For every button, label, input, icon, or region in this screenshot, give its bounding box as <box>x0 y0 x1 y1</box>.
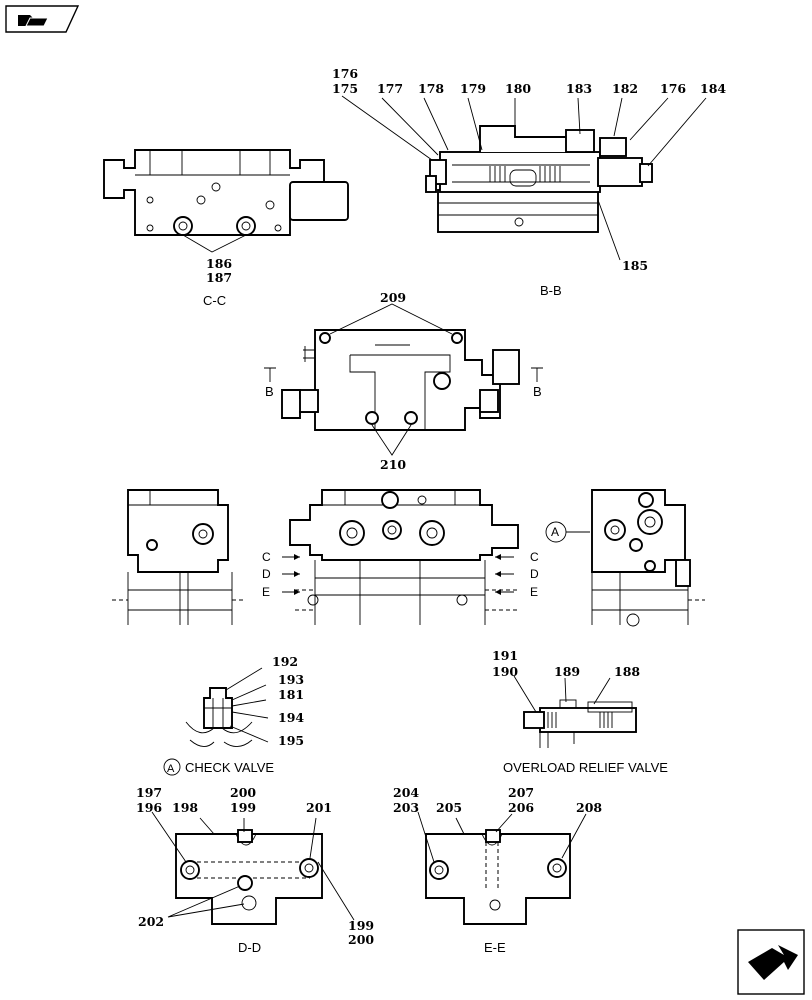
callout-184: 184 <box>700 81 726 96</box>
callout-200-a: 200 <box>230 785 256 800</box>
callout-205: 205 <box>436 800 462 815</box>
callout-194: 194 <box>278 710 304 725</box>
view-c-c: 186 187 C-C <box>103 149 349 308</box>
callout-178: 178 <box>418 81 444 96</box>
next-page-icon[interactable] <box>737 929 805 995</box>
view-e-e: 204 203 205 207 206 208 E-E <box>393 785 602 955</box>
section-arrows: C D E C D E A <box>262 525 559 599</box>
view-d-d: 197 196 198 200 199 201 202 199 200 D-D <box>136 785 374 955</box>
section-arrow-d-right: D <box>530 567 539 581</box>
callout-206: 206 <box>508 800 534 815</box>
callout-177: 177 <box>377 81 403 96</box>
callout-201: 201 <box>306 800 332 815</box>
detail-marker-a: A <box>551 525 559 539</box>
view-side-right <box>545 489 705 627</box>
callout-198: 198 <box>172 800 198 815</box>
callout-209: 209 <box>380 290 406 305</box>
folder-nav-icon[interactable] <box>5 5 80 33</box>
section-arrow-e-right: E <box>530 585 538 599</box>
callout-199-a: 199 <box>230 800 256 815</box>
view-title-check-valve: CHECK VALVE <box>185 760 274 775</box>
callout-196: 196 <box>136 800 162 815</box>
callout-192: 192 <box>272 654 298 669</box>
callout-176-b: 176 <box>660 81 686 96</box>
callout-186: 186 <box>206 256 232 271</box>
callout-208: 208 <box>576 800 602 815</box>
callout-188: 188 <box>614 664 640 679</box>
view-b-b: 176 175 177 178 179 180 183 182 176 184 … <box>332 66 726 298</box>
view-title-d-d: D-D <box>238 940 261 955</box>
callout-202: 202 <box>138 914 164 929</box>
detail-relief-valve: 191 190 189 188 OVERLOAD RELIEF VALVE <box>492 648 668 775</box>
view-title-b-b: B-B <box>540 283 562 298</box>
view-top: 209 210 B B <box>264 290 543 472</box>
callout-190: 190 <box>492 664 518 679</box>
detail-marker-a-small: A <box>167 763 175 775</box>
section-arrow-c-left: C <box>262 550 271 564</box>
section-mark-b-left: B <box>265 384 274 399</box>
callout-200-b: 200 <box>348 932 374 947</box>
section-arrow-c-right: C <box>530 550 539 564</box>
callout-189: 189 <box>554 664 580 679</box>
section-arrow-e-left: E <box>262 585 270 599</box>
callout-182: 182 <box>612 81 638 96</box>
callout-204: 204 <box>393 785 419 800</box>
callout-175: 175 <box>332 81 358 96</box>
view-title-e-e: E-E <box>484 940 506 955</box>
view-side-left <box>112 489 244 625</box>
callout-183: 183 <box>566 81 592 96</box>
callout-193: 193 <box>278 672 304 687</box>
view-title-relief: OVERLOAD RELIEF VALVE <box>503 760 668 775</box>
callout-181: 181 <box>278 687 304 702</box>
callout-197: 197 <box>136 785 162 800</box>
section-mark-b-right: B <box>533 384 542 399</box>
callout-195: 195 <box>278 733 304 748</box>
callout-176-a: 176 <box>332 66 358 81</box>
callout-207: 207 <box>508 785 534 800</box>
callout-203: 203 <box>393 800 419 815</box>
section-arrow-d-left: D <box>262 567 271 581</box>
view-title-c-c: C-C <box>203 293 226 308</box>
callout-180: 180 <box>505 81 531 96</box>
callout-210: 210 <box>380 457 406 472</box>
callout-199-b: 199 <box>348 918 374 933</box>
view-front-middle <box>282 489 520 625</box>
callout-191: 191 <box>492 648 518 663</box>
detail-check-valve: 192 193 181 194 195 A CHECK VALVE <box>163 654 304 776</box>
callout-179: 179 <box>460 81 486 96</box>
callout-185: 185 <box>622 258 648 273</box>
callout-187: 187 <box>206 270 232 285</box>
